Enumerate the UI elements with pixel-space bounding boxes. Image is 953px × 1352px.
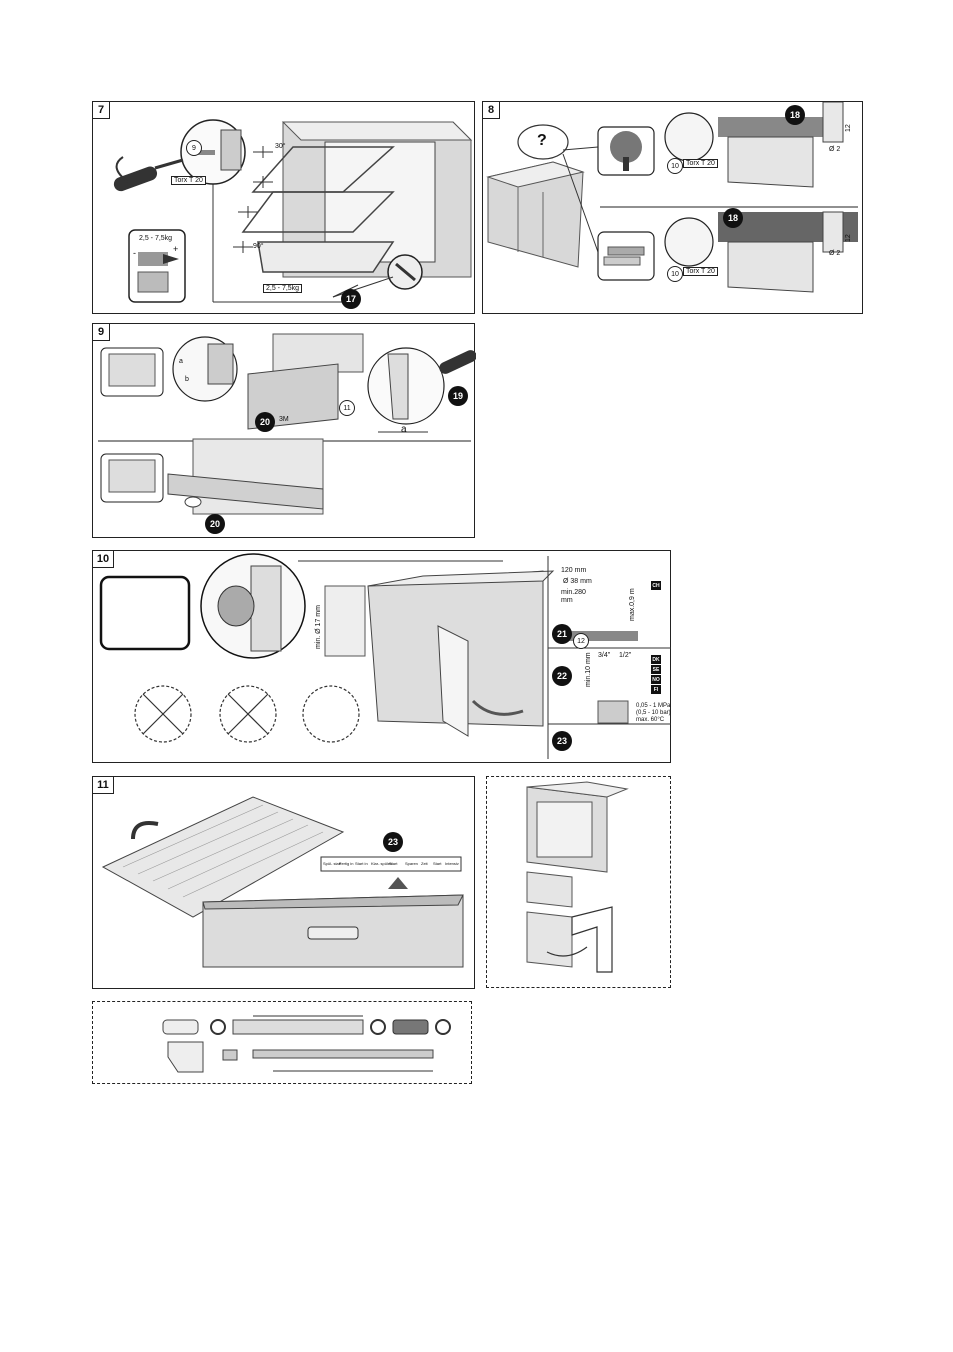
control-label-4: Klar- spülen	[371, 861, 393, 866]
control-label-7: Zeit	[421, 861, 428, 866]
country-code-se: SE	[651, 665, 661, 674]
step-9-panel: 9 a b 3M 11 a 19 20 20	[92, 323, 476, 538]
weight-range-label: 2,5 - 7,5kg	[139, 235, 173, 242]
tape-label: 3M	[279, 416, 289, 423]
step-8-illustration	[486, 102, 858, 293]
dim-2-bottom: Ø 2	[829, 250, 841, 257]
screw-number-11: 11	[339, 400, 355, 416]
control-label-1: Spül- start	[323, 861, 342, 866]
callout-23-step11: 23	[383, 832, 403, 852]
step-10-number: 10	[93, 551, 114, 568]
pressure-1: 0,05 - 1 MPa	[636, 703, 671, 709]
pressure-3: max. 60°C	[636, 717, 665, 723]
angle-30-label: 30°	[275, 143, 286, 150]
callout-18-top: 18	[785, 105, 805, 125]
control-label-6: Sparen	[405, 861, 418, 866]
accessory-panel-right	[486, 776, 671, 988]
accessory-right-illustration	[526, 781, 629, 973]
control-label-9: Intensiv	[445, 861, 459, 866]
screw-number-12: 12	[573, 633, 589, 649]
plus-sign: +	[173, 244, 179, 254]
control-label-2: Fertig in	[339, 861, 354, 866]
step-10-illustration	[99, 553, 671, 759]
country-code-ch: CH	[651, 581, 661, 590]
question-mark: ?	[537, 132, 547, 149]
screw-number-10-bottom-text: 10	[671, 270, 679, 278]
dim-280: min.280 mm	[561, 589, 586, 604]
callout-22: 22	[552, 666, 572, 686]
step-11-number: 11	[93, 777, 114, 794]
screw-number-9: 9	[186, 140, 202, 156]
thread-12: 1/2"	[619, 652, 632, 659]
dim-120: 120 mm	[561, 567, 587, 574]
dim-b-top: b	[185, 376, 189, 383]
step-9-number: 9	[93, 324, 110, 341]
screw-number-10-bottom: 10	[667, 266, 683, 282]
weight-marker-label: 2,5 - 7,5kg	[263, 284, 303, 293]
step-11-panel: 11 23 Spül- start Fertig in Start in Kla…	[92, 776, 475, 989]
step-10-panel: 10 min. Ø 17 mm 21 22 23 12 120 mm Ø 38 …	[92, 550, 671, 763]
screw-number-10-top: 10	[667, 158, 683, 174]
step-11-illustration	[101, 796, 464, 968]
country-code-dk: DK	[651, 655, 661, 664]
min-17-label: min. Ø 17 mm	[315, 605, 322, 649]
callout-20-top: 20	[255, 412, 275, 432]
angle-90-label: 90°	[253, 243, 264, 250]
callout-20-bottom: 20	[205, 514, 225, 534]
torx-label-top: Torx T 20	[683, 159, 718, 168]
step-8-panel: 8 ? 10 Torx T 20 10 Torx T 20 18	[482, 101, 863, 314]
callout-18-bottom-text: 18	[727, 213, 738, 223]
accessory-bottom-illustration	[162, 1015, 451, 1073]
country-code-fi: FI	[651, 685, 661, 694]
step-7-illustration	[113, 119, 473, 303]
thread-34: 3/4"	[598, 652, 611, 659]
callout-19: 19	[448, 386, 468, 406]
min-10-label: min.10 mm	[585, 652, 592, 687]
dim-max09: max.0,9 m	[629, 588, 636, 621]
accessory-panel-bottom	[92, 1001, 472, 1084]
callout-17: 17	[341, 289, 361, 309]
step-8-number: 8	[483, 102, 500, 119]
torx-label-bottom: Torx T 20	[683, 267, 718, 276]
country-code-no: NO	[651, 675, 661, 684]
dim-a-top: a	[179, 358, 183, 365]
dim-a-bottom: a	[401, 424, 407, 435]
dim-12-top: 12	[845, 124, 852, 132]
torx-label: Torx T 20	[171, 176, 206, 185]
minus-sign: -	[133, 248, 136, 258]
step-7-number: 7	[93, 102, 110, 119]
dim-2-top: Ø 2	[829, 146, 841, 153]
dim-12-bottom: 12	[845, 234, 852, 242]
control-label-5: Start	[389, 861, 398, 866]
control-label-8: Start	[433, 861, 442, 866]
control-label-3: Start in	[355, 861, 368, 866]
callout-18-bottom: 18	[723, 208, 743, 228]
dim-38: Ø 38 mm	[563, 578, 592, 585]
callout-23-step10: 23	[552, 731, 572, 751]
pressure-2: (0,5 - 10 bar)	[636, 710, 671, 716]
step-7-panel: 7 9 Tor	[92, 101, 475, 314]
callout-21: 21	[552, 624, 572, 644]
step-9-illustration	[98, 333, 476, 515]
